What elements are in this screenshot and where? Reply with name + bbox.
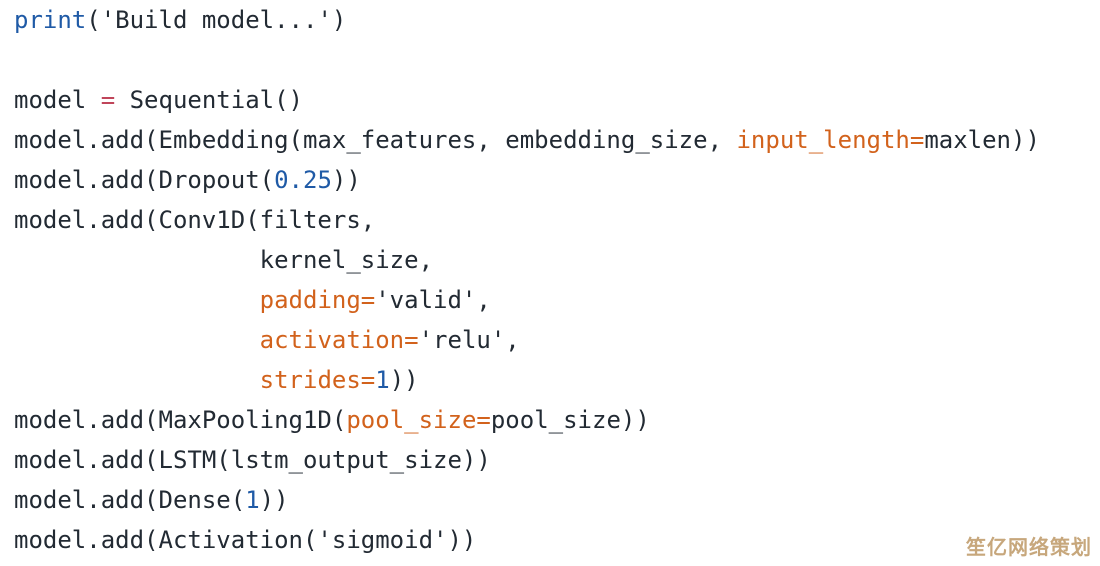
code-token-num: 1 (245, 486, 260, 514)
code-line: model.add(Conv1D(filters, (14, 200, 1040, 240)
code-line: model.add(Embedding(max_features, embedd… (14, 120, 1040, 160)
code-token-builtin: print (14, 6, 87, 34)
code-line: padding='valid', (14, 280, 1040, 320)
code-token-plain: 'relu', (418, 326, 520, 354)
code-line: model.add(Activation('sigmoid')) (14, 520, 1040, 560)
code-token-kw: activation= (259, 326, 419, 354)
code-line (14, 40, 1040, 80)
code-token-plain (14, 326, 260, 354)
code-token-plain: pool_size)) (490, 406, 650, 434)
code-token-plain: model.add(Activation('sigmoid')) (14, 526, 477, 554)
code-line: model.add(Dropout(0.25)) (14, 160, 1040, 200)
code-token-num: 1 (375, 366, 390, 394)
code-token-op: = (100, 86, 116, 114)
code-token-plain: ('Build model...') (86, 6, 347, 34)
code-token-kw: pool_size= (346, 406, 491, 434)
code-token-plain: model.add(MaxPooling1D( (14, 406, 347, 434)
code-token-plain: model.add(Dense( (14, 486, 246, 514)
code-line: model.add(Dense(1)) (14, 480, 1040, 520)
code-line: kernel_size, (14, 240, 1040, 280)
code-token-plain: 'valid', (375, 286, 491, 314)
code-token-plain: kernel_size, (14, 246, 434, 274)
code-token-plain: model.add(Dropout( (14, 166, 275, 194)
watermark: 笙亿网络策划 (966, 535, 1092, 559)
code-line: activation='relu', (14, 320, 1040, 360)
code-line: print('Build model...') (14, 0, 1040, 40)
code-token-plain: model.add(Embedding(max_features, embedd… (14, 126, 737, 154)
code-line: strides=1)) (14, 360, 1040, 400)
code-token-plain (14, 366, 260, 394)
code-token-plain: maxlen)) (924, 126, 1040, 154)
code-token-plain (14, 286, 260, 314)
code-token-plain: model (14, 86, 101, 114)
code-line: model.add(LSTM(lstm_output_size)) (14, 440, 1040, 480)
code-token-plain: model.add(LSTM(lstm_output_size)) (14, 446, 491, 474)
code-token-plain: )) (331, 166, 361, 194)
code-line: model.add(MaxPooling1D(pool_size=pool_si… (14, 400, 1040, 440)
code-token-plain: )) (259, 486, 289, 514)
code-token-kw: input_length= (736, 126, 925, 154)
code-line: model = Sequential() (14, 80, 1040, 120)
code-token-plain: )) (389, 366, 419, 394)
code-token-kw: strides= (259, 366, 376, 394)
code-token-num: 0.25 (274, 166, 332, 194)
code-token-kw: padding= (259, 286, 376, 314)
code-block: print('Build model...') model = Sequentia… (14, 0, 1040, 560)
code-token-plain: Sequential() (115, 86, 303, 114)
code-token-plain: model.add(Conv1D(filters, (14, 206, 376, 234)
